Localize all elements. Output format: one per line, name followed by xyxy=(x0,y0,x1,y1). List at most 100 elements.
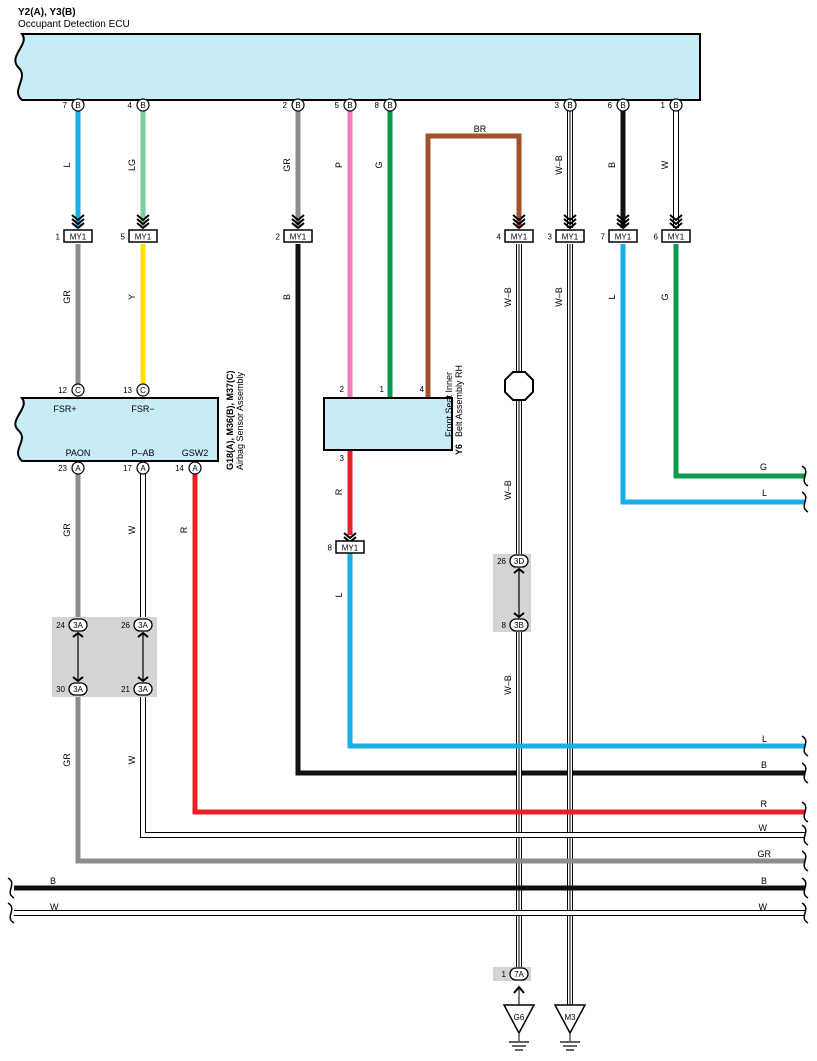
junction-3a-bottom-pin: 21 xyxy=(121,685,130,694)
my1-connector-pin: 4 xyxy=(497,233,502,242)
airbag-sensor-code: G18(A), M36(B), M37(C) xyxy=(225,370,235,470)
connector-chevron xyxy=(136,214,150,222)
wire-label: W–B xyxy=(503,287,513,307)
junction-3d-3b-arrow xyxy=(513,612,525,619)
my1-connector-pin: 5 xyxy=(121,233,126,242)
airbag-pin-signal: GSW2 xyxy=(182,448,209,458)
airbag-pin-circle xyxy=(188,461,202,475)
ground-connector-oval xyxy=(509,967,529,981)
junction-3a-top-conn: 3A xyxy=(138,621,148,630)
ecu-pin-conn: B xyxy=(295,101,300,110)
wires-layer xyxy=(14,111,805,1005)
wire-gsw2 xyxy=(192,474,805,815)
junction-3d-3b-top-pin: 26 xyxy=(497,557,506,566)
connector-chevron xyxy=(512,222,526,230)
wire-label: W xyxy=(759,902,768,912)
ground-m3-triangle xyxy=(553,1004,587,1035)
wire-label: B xyxy=(761,760,767,770)
my1-connector-pin: 1 xyxy=(56,233,61,242)
airbag-sensor-box xyxy=(14,397,219,462)
belt-pin: 3 xyxy=(340,454,345,463)
connector-chevron xyxy=(512,214,526,222)
airbag-pin-circle xyxy=(136,383,150,397)
ecu-pin-conn: B xyxy=(347,101,352,110)
wire-label: P xyxy=(334,162,344,168)
ecu-box xyxy=(14,33,701,101)
ecu-pin-circle xyxy=(616,98,630,112)
connector-chevron xyxy=(291,218,305,226)
wire-label: L xyxy=(62,162,72,167)
junction-3a-top-pin: 26 xyxy=(121,621,130,630)
airbag-pin-conn: A xyxy=(140,464,146,473)
ecu-pin-num: 8 xyxy=(375,101,380,110)
my1-connector-box xyxy=(63,229,93,243)
wire-label: W xyxy=(759,823,768,833)
wire-end-break xyxy=(801,491,809,513)
wire-label: W xyxy=(50,902,59,912)
ecu-pin-conn: B xyxy=(620,101,625,110)
airbag-pin-signal: FSR+ xyxy=(53,404,76,414)
junction-3d-3b-top-oval xyxy=(509,554,529,568)
ecu-pin-num: 1 xyxy=(661,101,666,110)
belt-assembly-name-2: Belt Assembly RH xyxy=(454,365,464,437)
wire-label: GR xyxy=(62,753,72,767)
wire-label: W xyxy=(127,755,137,764)
connector-chevron xyxy=(291,222,305,230)
connector-chevron xyxy=(71,214,85,222)
airbag-pin-circle xyxy=(71,383,85,397)
occupant-detection-ecu xyxy=(14,33,701,101)
my1-connector-label: MY1 xyxy=(511,233,528,242)
junction-3a-bottom-pin: 30 xyxy=(56,685,65,694)
junction-3a-bottom-conn: 3A xyxy=(73,685,83,694)
my1-connector-pin: 6 xyxy=(654,233,659,242)
wire-label: W–B xyxy=(503,675,513,695)
ecu-name: Occupant Detection ECU xyxy=(18,19,130,30)
ecu-pin-circle xyxy=(343,98,357,112)
junction-3a-top-oval xyxy=(133,618,153,632)
ecu-pin-circle xyxy=(669,98,683,112)
ecu-pin-num: 2 xyxy=(283,101,288,110)
wire-my1-6 xyxy=(673,244,805,479)
junction-3a-arrow xyxy=(72,631,84,638)
belt-pin: 2 xyxy=(340,385,345,394)
wire-pab-b-fill xyxy=(141,697,805,837)
wire-end-break xyxy=(801,850,809,872)
wire-label: W xyxy=(127,525,137,534)
junction-3d-3b-bottom-conn: 3B xyxy=(514,621,524,630)
connector-chevron xyxy=(512,218,526,226)
wire-label: G xyxy=(374,161,384,168)
connector-chevron xyxy=(669,214,683,222)
junction-3a-bottom-conn: 3A xyxy=(138,685,148,694)
connector-chevron xyxy=(616,222,630,230)
my1-connector-box xyxy=(283,229,313,243)
airbag-pin-num: 17 xyxy=(123,464,132,473)
wire-end-break xyxy=(801,465,809,487)
junction-3a-arrow xyxy=(137,676,149,683)
wire-end-break xyxy=(7,902,15,924)
belt-assembly-code: Y6 xyxy=(454,444,464,455)
connector-chevron xyxy=(616,218,630,226)
ground-connector-conn: 7A xyxy=(514,970,524,979)
my1-connector-box xyxy=(335,540,365,554)
wire-label: L xyxy=(607,294,617,299)
my1-connector-label: MY1 xyxy=(70,233,87,242)
connector-chevron xyxy=(136,218,150,226)
wire-label: GR xyxy=(62,290,72,304)
airbag-pin-num: 14 xyxy=(175,464,184,473)
connector-chevron xyxy=(563,214,577,222)
connector-chevron xyxy=(616,214,630,222)
wire-label: W–B xyxy=(554,155,564,175)
front-seat-inner-belt-assembly: Y6 Front Seat Inner Belt Assembly RH xyxy=(323,365,464,455)
ecu-pin-num: 6 xyxy=(608,101,613,110)
my1-connector-box xyxy=(555,229,585,243)
connector-chevron xyxy=(291,214,305,222)
airbag-pin-conn: A xyxy=(75,464,81,473)
wire-my1-2 xyxy=(295,244,805,776)
ground-g6-label: G6 xyxy=(514,1013,525,1022)
ecu-pin-conn: B xyxy=(387,101,392,110)
junction-3d-3b-bottom-pin: 8 xyxy=(502,621,507,630)
ground-connector-pin: 1 xyxy=(502,970,507,979)
wire-label: L xyxy=(762,734,767,744)
my1-connector-label: MY1 xyxy=(342,544,359,553)
